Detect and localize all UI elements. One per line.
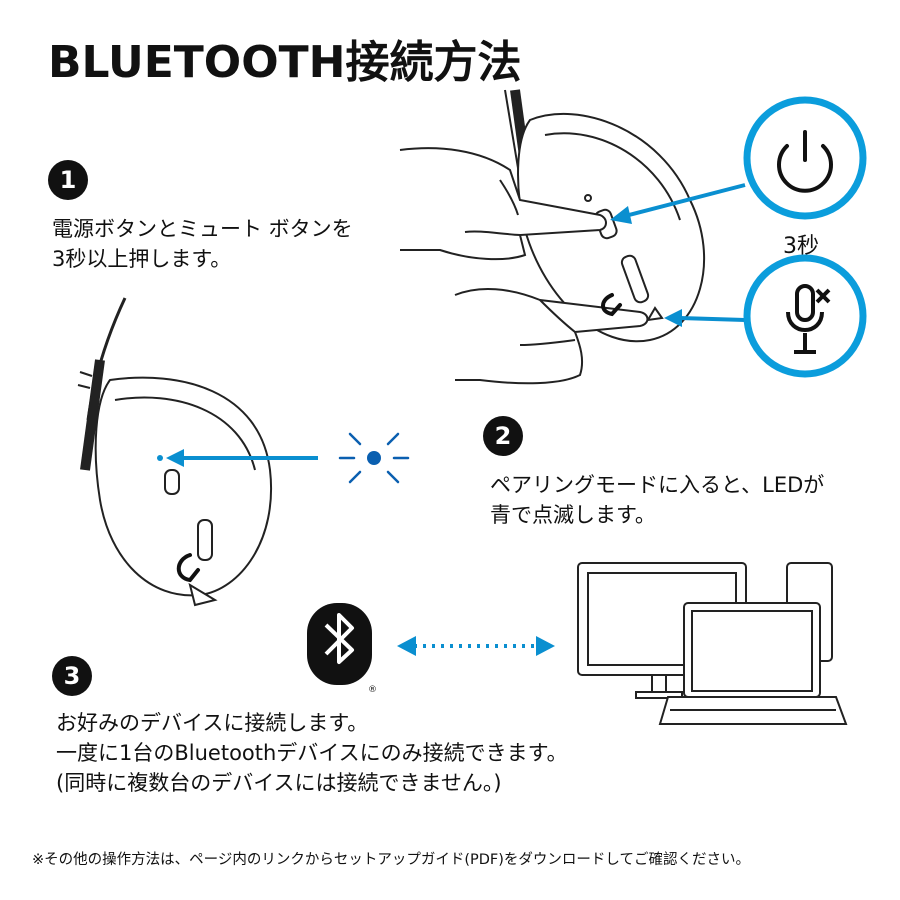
bluetooth-icon: ® [307, 603, 377, 695]
headset-left-illustration [77, 297, 273, 607]
step-2-badge: 2 [483, 416, 523, 456]
step-3-text: お好みのデバイスに接続します。 一度に1台のBluetoothデバイスにのみ接続… [56, 711, 568, 795]
computer-devices-icon [577, 562, 848, 725]
headset-top-illustration [399, 89, 705, 385]
logitech-g-logo [176, 293, 622, 583]
step-1-text: 電源ボタンとミュート ボタンを 3秒以上押します。 [52, 217, 353, 271]
connection-arrow [397, 636, 555, 656]
step-3-badge: 3 [52, 656, 92, 696]
svg-text:®: ® [368, 685, 377, 695]
led-blink-icon [166, 432, 410, 484]
footnote: ※その他の操作方法は、ページ内のリンクからセットアップガイド(PDF)をダウンロ… [32, 852, 750, 868]
power-icon [743, 96, 867, 220]
step-2-text: ペアリングモードに入ると、LEDが 青で点滅します。 [490, 473, 825, 527]
step-1-badge: 1 [48, 160, 88, 200]
mic-mute-icon [743, 254, 867, 378]
page-title: BLUETOOTH接続方法 [48, 37, 522, 88]
arrows-top [610, 183, 746, 327]
